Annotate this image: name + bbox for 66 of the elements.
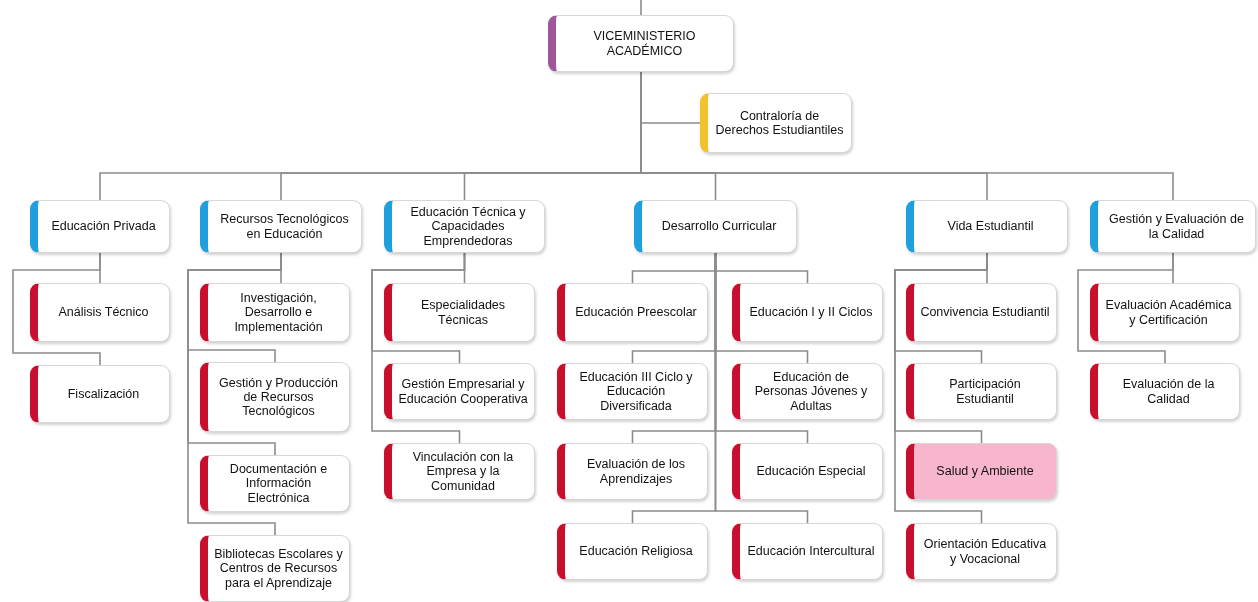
unit-name: Educación Especial [756, 464, 866, 479]
org-box [1090, 283, 1240, 342]
org-box [384, 443, 535, 500]
unit-name: Orientación Educativa y Vocacional [922, 537, 1048, 566]
unit-name: Educación Privada [51, 219, 156, 234]
unit-name: Bibliotecas Escolares y Centros de Recursos para el Aprendizaje [214, 547, 343, 590]
org-box [906, 283, 1057, 342]
org-box [30, 283, 170, 342]
unit-name: Convivencia Estudiantil [920, 305, 1050, 320]
org-box [384, 363, 535, 420]
unit-name: Educación de Personas Jóvenes y Adultas [753, 370, 869, 413]
unit-name: Participación Estudiantil [948, 377, 1022, 406]
unit-name: Especialidades Técnicas [419, 298, 507, 327]
org-box [732, 363, 883, 420]
unit-name: Educación Preescolar [575, 305, 697, 320]
unit-name: Contraloría de Derechos Estudiantiles [714, 108, 845, 138]
unit-name: Gestión y Producción de Recursos Tecnológicos [218, 375, 339, 419]
unit-name: Gestión Empresarial y Educación Cooperativa [398, 377, 528, 406]
org-box [732, 283, 883, 342]
org-box [1090, 200, 1256, 253]
org-box [30, 365, 170, 423]
connector-line [12, 252, 101, 366]
unit-name: Educación III Ciclo y Educación Diversificada [578, 370, 694, 413]
org-box [1090, 363, 1240, 420]
org-box [200, 283, 350, 342]
unit-name: Educación Técnica y Capacidades Emprendedoras [409, 205, 527, 248]
org-box [200, 362, 350, 432]
unit-name: Evaluación de los Aprendizajes [586, 457, 686, 486]
org-box [30, 200, 170, 253]
org-box [384, 200, 545, 253]
unit-name: Vinculación con la Empresa y la Comunidad [411, 450, 515, 493]
unit-name: Educación I y II Ciclos [749, 305, 873, 320]
org-box [200, 200, 362, 253]
unit-name: Gestión y Evaluación de la Calidad [1108, 212, 1245, 241]
unit-name: Investigación, Desarrollo e Implementación [233, 291, 324, 334]
org-box [906, 200, 1068, 253]
org-box [634, 200, 797, 253]
unit-name: Fiscalización [67, 386, 140, 402]
unit-name: Análisis Técnico [58, 305, 149, 320]
unit-name: Evaluación de la Calidad [1121, 377, 1216, 406]
org-box [732, 523, 883, 580]
org-box [557, 363, 708, 420]
connector-line [371, 252, 466, 444]
org-box [557, 443, 708, 500]
unit-name: Recursos Tecnológicos en Educación [219, 212, 350, 241]
org-box [384, 283, 535, 342]
org-box [200, 535, 350, 602]
connector-line [640, 0, 642, 16]
org-box [548, 15, 734, 72]
unit-name: Evaluación Académica y Certificación [1104, 298, 1233, 327]
org-box [906, 523, 1057, 580]
unit-name: Educación Intercultural [747, 544, 875, 559]
org-box [557, 523, 708, 580]
unit-name: Desarrollo Curricular [661, 219, 777, 234]
unit-name: Salud y Ambiente [936, 464, 1034, 479]
connector-line [1077, 252, 1174, 364]
unit-name: Vida Estudiantil [947, 219, 1034, 234]
org-box [557, 283, 708, 342]
org-box [700, 93, 852, 153]
unit-name: VICEMINISTERIO ACADÉMICO [592, 29, 697, 58]
unit-name: Educación Religiosa [579, 544, 693, 559]
unit-name: Documentación e Información Electrónica [228, 462, 329, 505]
org-box [906, 443, 1057, 500]
org-box [200, 455, 350, 512]
org-box [732, 443, 883, 500]
org-box [906, 363, 1057, 420]
